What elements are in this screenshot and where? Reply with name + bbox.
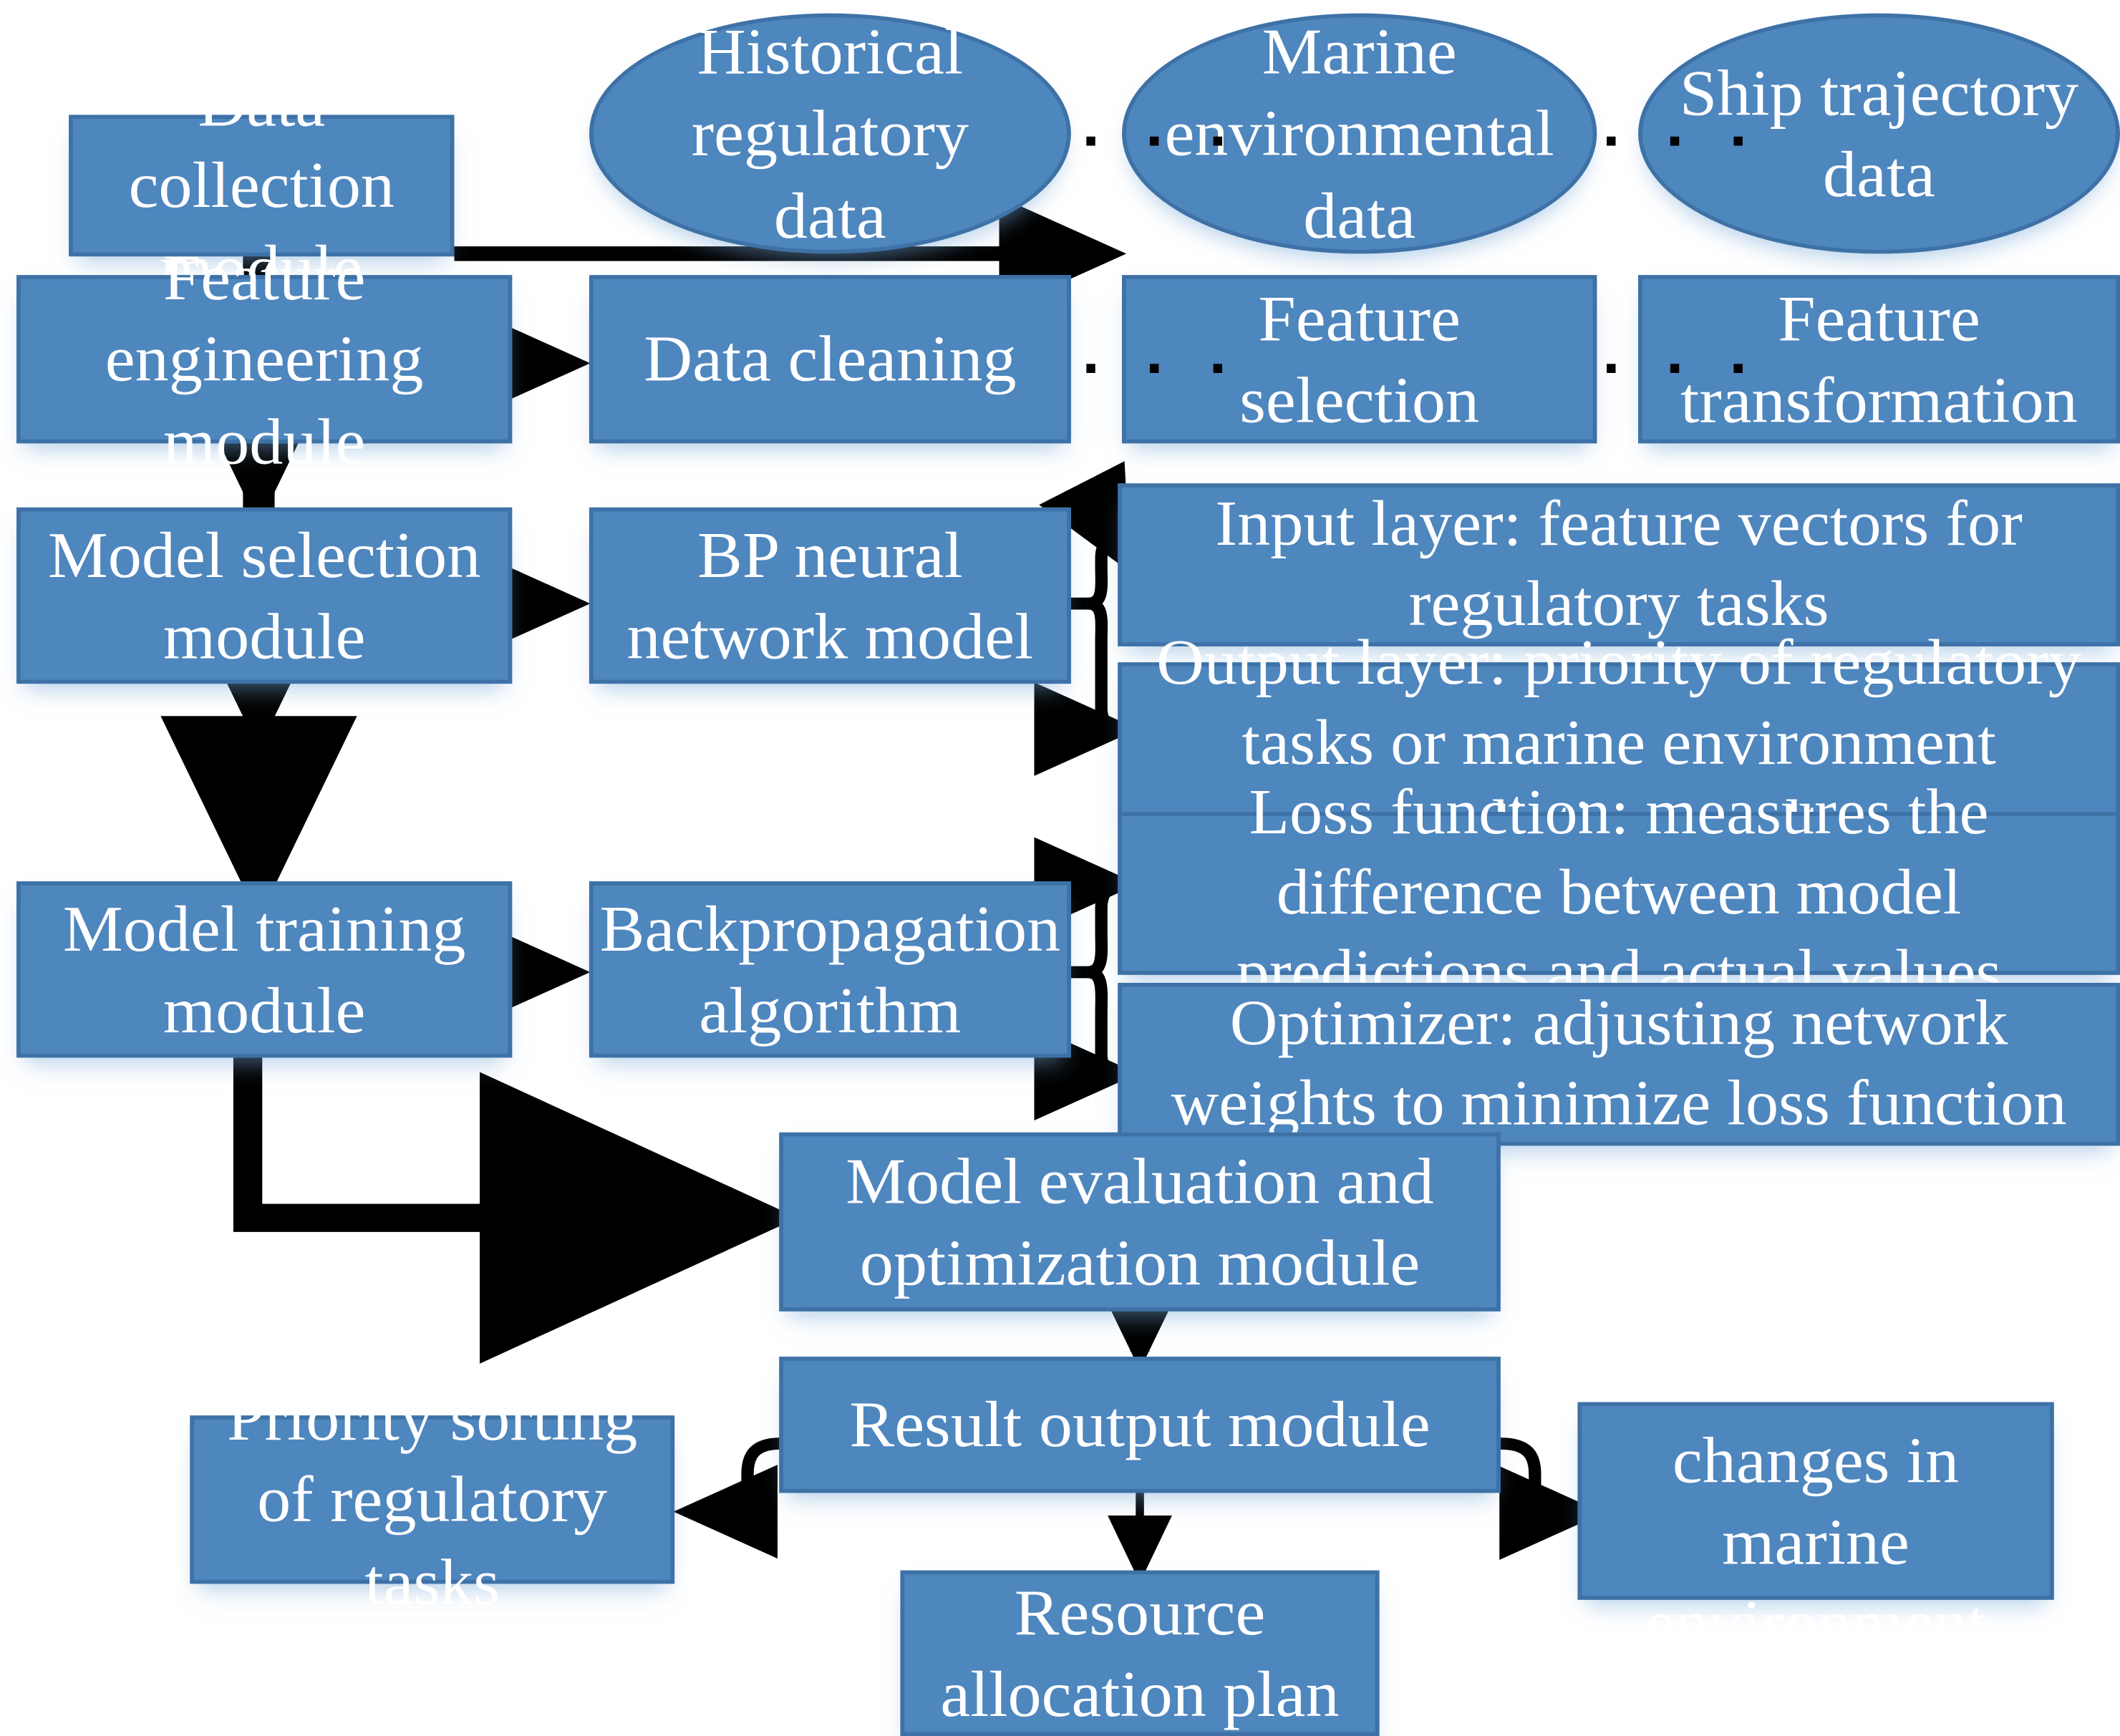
ellipsis-row2-left: · · · (1082, 332, 1243, 402)
ellipsis-row1-right: · · · (1602, 105, 1763, 175)
node-result-output-module[interactable]: Result output module (779, 1357, 1501, 1493)
node-optimizer[interactable]: Optimizer: adjusting network weights to … (1118, 982, 2120, 1146)
node-feature-transformation[interactable]: Feature transformation (1638, 275, 2120, 444)
node-model-training-module[interactable]: Model training module (16, 881, 513, 1058)
node-feature-selection[interactable]: Feature selection (1122, 275, 1597, 444)
node-data-collection-module[interactable]: Data collection module (69, 67, 455, 304)
edge-model-training-to-evaluation (233, 1054, 798, 1364)
node-priority-sorting[interactable]: Priority sorting of regulatory tasks (190, 1381, 675, 1618)
ellipsis-row1-left: · · · (1082, 105, 1243, 175)
node-bp-neural-network-model[interactable]: BP neural network model (589, 507, 1071, 684)
node-loss-function[interactable]: Loss function: measures the difference b… (1118, 777, 2120, 1008)
edge-bp-brace-split (1034, 461, 1138, 776)
node-historical-regulatory-data[interactable]: Historical regulatory data (589, 13, 1071, 254)
node-input-layer[interactable]: Input layer: feature vectors for regulat… (1118, 483, 2120, 646)
edge-result-to-prediction (1499, 1437, 1604, 1560)
edge-result-to-priority (673, 1437, 781, 1559)
node-model-evaluation-module[interactable]: Model evaluation and optimization module (779, 1132, 1501, 1311)
node-ship-trajectory-data[interactable]: Ship trajectory data (1638, 13, 2120, 254)
edge-backprop-brace-split (1034, 837, 1138, 1121)
ellipsis-row2-right: · · · (1602, 332, 1763, 402)
node-data-cleaning[interactable]: Data cleaning (589, 275, 1071, 444)
node-model-selection-module[interactable]: Model selection module (16, 507, 513, 684)
node-prediction-marine-environment[interactable]: Prediction of changes in marine environm… (1577, 1342, 2054, 1660)
node-feature-engineering-module[interactable]: Feature engineering module (16, 241, 513, 477)
node-resource-allocation-plan[interactable]: Resource allocation plan (900, 1570, 1380, 1736)
node-marine-environmental-data[interactable]: Marine environmental data (1122, 13, 1597, 254)
node-backpropagation-algorithm[interactable]: Backpropagation algorithm (589, 881, 1071, 1058)
